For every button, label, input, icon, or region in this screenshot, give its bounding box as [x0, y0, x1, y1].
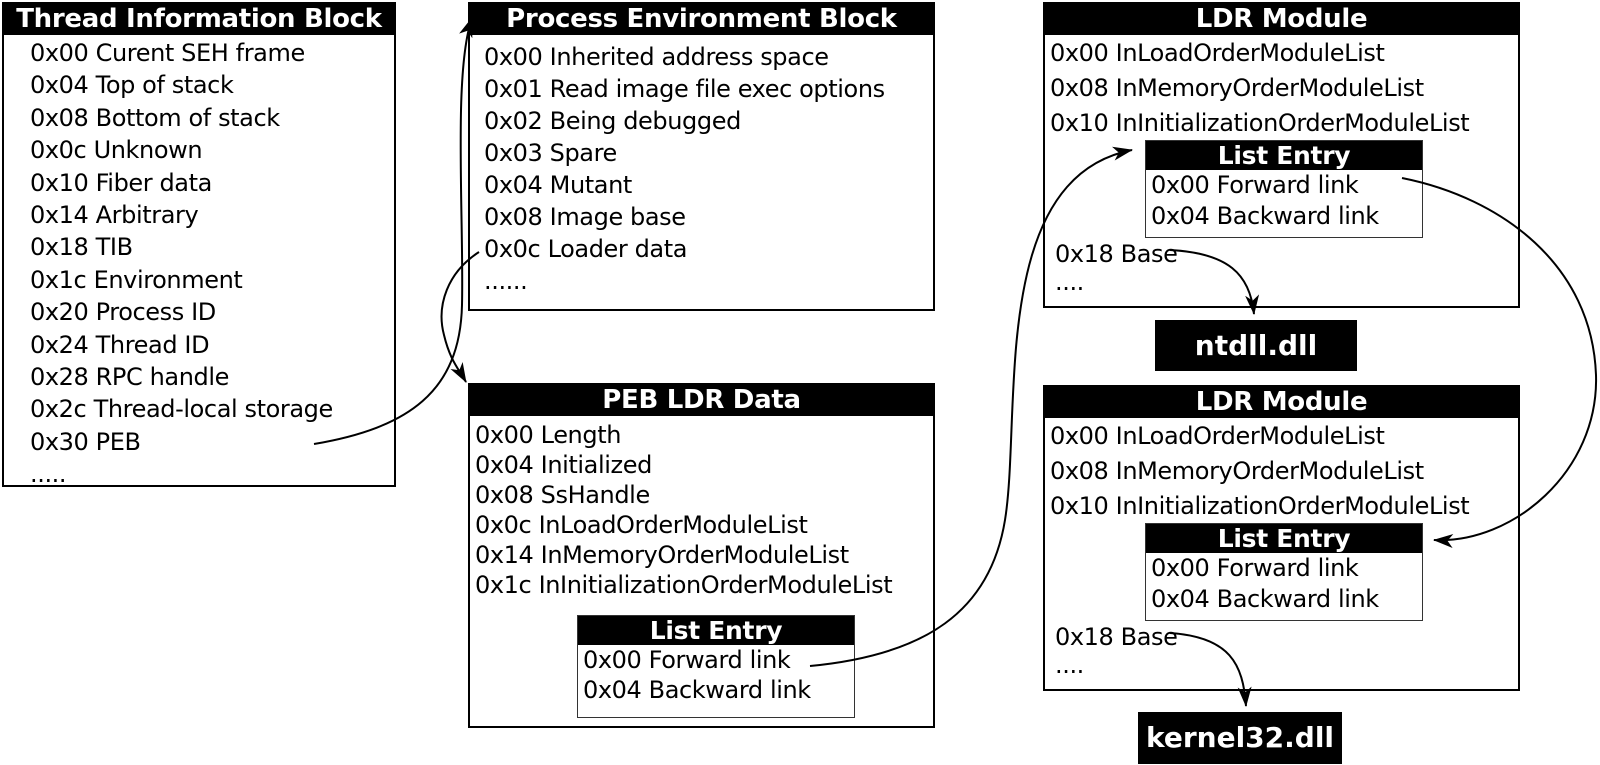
- peb-ldr-data-box: PEB LDR Data 0x00 Length 0x04 Initialize…: [468, 383, 935, 728]
- kernel32-dll-box: kernel32.dll: [1138, 712, 1342, 764]
- ldr-module-2-box: LDR Module 0x00 InLoadOrderModuleList 0x…: [1043, 385, 1520, 691]
- ldr-module-2-title: LDR Module: [1045, 387, 1518, 418]
- thread-information-block-box: Thread Information Block 0x00 Curent SEH…: [2, 2, 396, 488]
- tib-row-0x1c: 0x1c Environment: [30, 265, 243, 294]
- ldr2-row-0x00: 0x00 InLoadOrderModuleList: [1050, 422, 1385, 450]
- peb-ldr-list-entry-title: List Entry: [578, 616, 854, 645]
- ldr2-row-0x08: 0x08 InMemoryOrderModuleList: [1050, 457, 1424, 485]
- tib-row-0x08: 0x08 Bottom of stack: [30, 103, 280, 132]
- tib-row-0x20: 0x20 Process ID: [30, 298, 216, 327]
- peb-ldr-row-0x14: 0x14 InMemoryOrderModuleList: [475, 541, 849, 569]
- peb-ldr-row-0x08: 0x08 SsHandle: [475, 481, 650, 509]
- peb-ellipsis: ......: [484, 267, 528, 295]
- tib-body: 0x00 Curent SEH frame 0x04 Top of stack …: [4, 35, 394, 491]
- ldr1-row-0x08: 0x08 InMemoryOrderModuleList: [1050, 74, 1424, 102]
- ldr-module-2-body: 0x00 InLoadOrderModuleList 0x08 InMemory…: [1045, 418, 1518, 524]
- peb-ldr-list-entry-forward-link: 0x00 Forward link: [583, 646, 791, 674]
- ldr1-list-entry-backward-link: 0x04 Backward link: [1151, 202, 1379, 230]
- peb-row-0x0c: 0x0c Loader data: [484, 235, 688, 263]
- peb-ldr-row-0x00: 0x00 Length: [475, 421, 622, 449]
- ldr1-row-0x00: 0x00 InLoadOrderModuleList: [1050, 39, 1385, 67]
- ldr2-list-entry-box: List Entry 0x00 Forward link 0x04 Backwa…: [1145, 523, 1423, 621]
- peb-ldr-data-title: PEB LDR Data: [470, 385, 933, 416]
- peb-ldr-list-entry-backward-link: 0x04 Backward link: [583, 676, 811, 704]
- ldr1-ellipsis: ....: [1055, 268, 1084, 296]
- tib-row-0x18: 0x18 TIB: [30, 233, 133, 262]
- ldr2-ellipsis: ....: [1055, 651, 1084, 679]
- tib-row-0x14: 0x14 Arbitrary: [30, 201, 199, 230]
- tib-ellipsis: .....: [30, 460, 67, 489]
- peb-ldr-row-0x04: 0x04 Initialized: [475, 451, 652, 479]
- ldr1-list-entry-forward-link: 0x00 Forward link: [1151, 171, 1359, 199]
- tib-row-0x00: 0x00 Curent SEH frame: [30, 39, 305, 67]
- ldr2-list-entry-backward-link: 0x04 Backward link: [1151, 585, 1379, 613]
- peb-ldr-row-0x0c: 0x0c InLoadOrderModuleList: [475, 511, 808, 539]
- ldr1-list-entry-box: List Entry 0x00 Forward link 0x04 Backwa…: [1145, 140, 1423, 238]
- peb-row-0x00: 0x00 Inherited address space: [484, 43, 829, 71]
- peb-row-0x01: 0x01 Read image file exec options: [484, 75, 885, 103]
- tib-row-0x28: 0x28 RPC handle: [30, 363, 229, 392]
- peb-row-0x04: 0x04 Mutant: [484, 171, 632, 199]
- peb-ldr-body: 0x00 Length 0x04 Initialized 0x08 SsHand…: [470, 416, 933, 600]
- peb-ldr-list-entry-box: List Entry 0x00 Forward link 0x04 Backwa…: [577, 615, 855, 718]
- thread-information-block-title: Thread Information Block: [4, 4, 394, 35]
- tib-row-0x04: 0x04 Top of stack: [30, 71, 234, 100]
- ldr-module-1-title: LDR Module: [1045, 4, 1518, 35]
- tib-row-0x30: 0x30 PEB: [30, 427, 141, 456]
- ldr2-list-entry-forward-link: 0x00 Forward link: [1151, 554, 1359, 582]
- ldr1-row-0x10: 0x10 InInitializationOrderModuleList: [1050, 109, 1470, 137]
- ldr-module-1-body: 0x00 InLoadOrderModuleList 0x08 InMemory…: [1045, 35, 1518, 141]
- process-environment-block-box: Process Environment Block 0x00 Inherited…: [468, 2, 935, 311]
- ldr-module-1-box: LDR Module 0x00 InLoadOrderModuleList 0x…: [1043, 2, 1520, 308]
- peb-row-0x08: 0x08 Image base: [484, 203, 686, 231]
- ldr1-list-entry-title: List Entry: [1146, 141, 1422, 170]
- tib-row-0x2c: 0x2c Thread-local storage: [30, 395, 333, 424]
- peb-row-0x02: 0x02 Being debugged: [484, 107, 741, 135]
- tib-row-0x0c: 0x0c Unknown: [30, 136, 203, 165]
- tib-row-0x24: 0x24 Thread ID: [30, 330, 210, 359]
- peb-ldr-row-0x1c: 0x1c InInitializationOrderModuleList: [475, 571, 893, 599]
- peb-body: 0x00 Inherited address space 0x01 Read i…: [470, 35, 933, 297]
- ntdll-dll-box: ntdll.dll: [1155, 320, 1357, 371]
- ldr2-row-0x10: 0x10 InInitializationOrderModuleList: [1050, 492, 1470, 520]
- ldr2-list-entry-title: List Entry: [1146, 524, 1422, 553]
- peb-row-0x03: 0x03 Spare: [484, 139, 617, 167]
- process-environment-block-title: Process Environment Block: [470, 4, 933, 35]
- tib-row-0x10: 0x10 Fiber data: [30, 168, 212, 197]
